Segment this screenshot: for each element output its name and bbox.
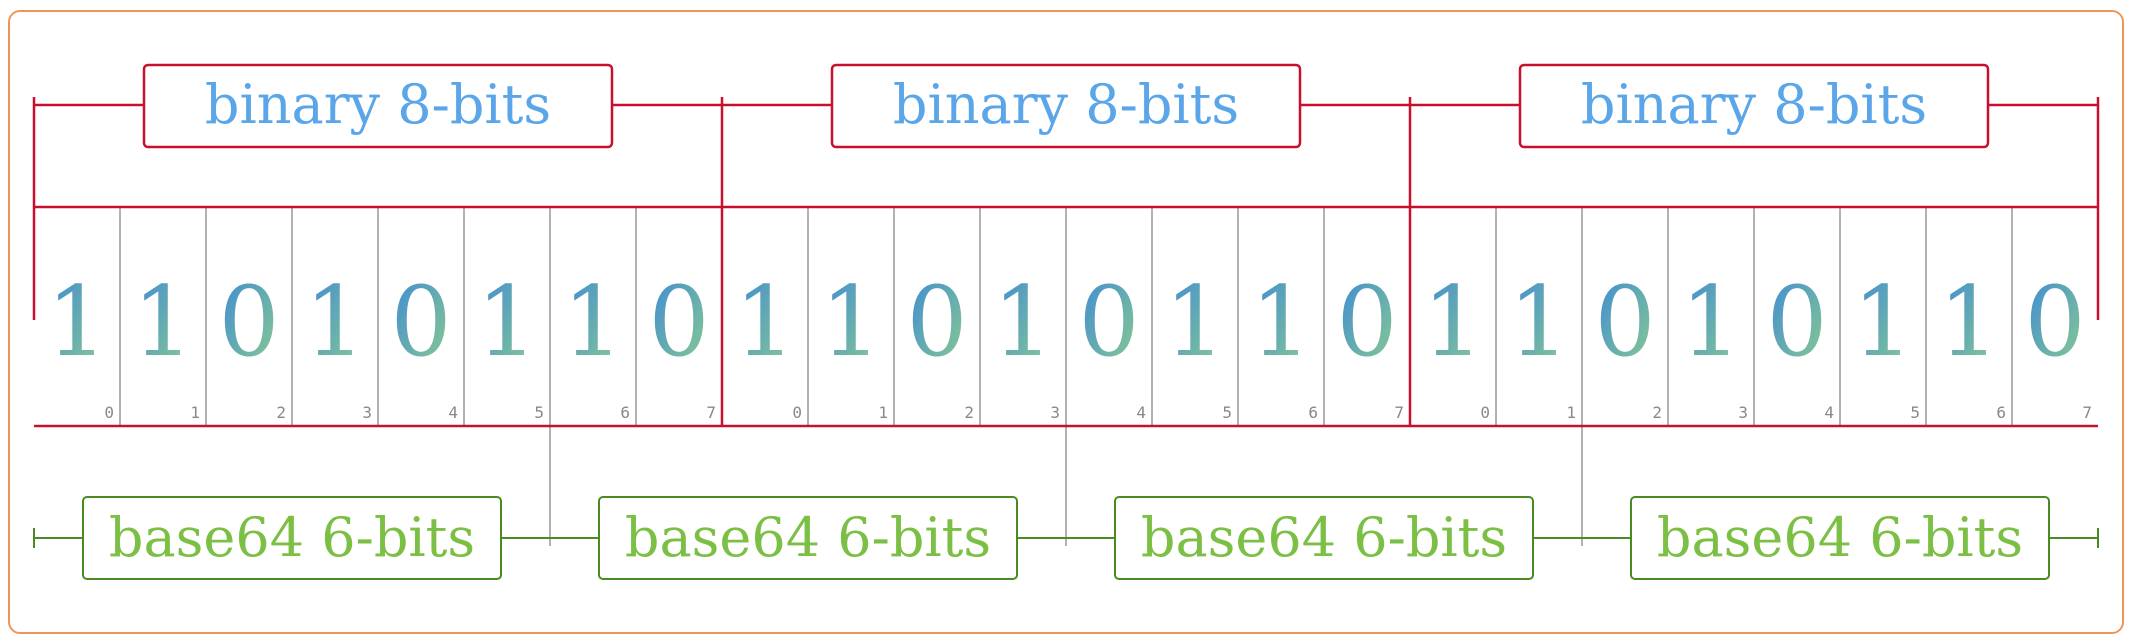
- bit-index: 0: [104, 403, 114, 422]
- bit-digit: 1: [476, 266, 537, 378]
- bit-digit: 0: [2024, 266, 2085, 378]
- bit-digit: 1: [820, 266, 881, 378]
- bit-digit: 0: [1766, 266, 1827, 378]
- bit-digit: 1: [1938, 266, 1999, 378]
- bit-index: 7: [706, 403, 716, 422]
- bit-digit: 0: [1336, 266, 1397, 378]
- group-label-box: [82, 496, 502, 580]
- bit-index: 0: [1480, 403, 1490, 422]
- byte-bracket-group: binary 8-bits: [1408, 63, 2100, 426]
- bit-digit: 1: [1250, 266, 1311, 378]
- bit-index: 5: [1222, 403, 1232, 422]
- bit-index: 6: [1308, 403, 1318, 422]
- bit-index: 0: [792, 403, 802, 422]
- bit-digit: 1: [304, 266, 365, 378]
- bit-index: 6: [620, 403, 630, 422]
- bit-digit: 1: [1164, 266, 1225, 378]
- bit-digit: 1: [1680, 266, 1741, 378]
- bit-index: 1: [1566, 403, 1576, 422]
- byte-label: binary 8-bits: [205, 73, 551, 136]
- byte-label-box: [142, 63, 614, 149]
- bit-digit: 1: [1852, 266, 1913, 378]
- group-bracket-group: base64 6-bits: [1582, 496, 2099, 580]
- bit-digit: 1: [992, 266, 1053, 378]
- bit-digit: 0: [1594, 266, 1655, 378]
- bit-digit: 1: [46, 266, 107, 378]
- byte-label-box: [1518, 63, 1990, 149]
- group-bracket-group: base64 6-bits: [1066, 496, 1582, 580]
- bit-digit: 1: [1422, 266, 1483, 378]
- byte-label: binary 8-bits: [1581, 73, 1927, 136]
- bit-digit: 0: [218, 266, 279, 378]
- bit-digit: 0: [906, 266, 967, 378]
- bit-index: 1: [878, 403, 888, 422]
- bit-index: 4: [448, 403, 458, 422]
- byte-bracket-group: binary 8-bits: [720, 63, 1410, 426]
- bit-index: 6: [1996, 403, 2006, 422]
- bit-index: 5: [1910, 403, 1920, 422]
- bit-index: 1: [190, 403, 200, 422]
- group-bracket-group: base64 6-bits: [550, 496, 1066, 580]
- group-label: base64 6-bits: [1141, 506, 1507, 569]
- bit-index: 3: [1050, 403, 1060, 422]
- group-label: base64 6-bits: [1657, 506, 2023, 569]
- group-label-box: [1114, 496, 1534, 580]
- group-label: base64 6-bits: [625, 506, 991, 569]
- byte-label: binary 8-bits: [893, 73, 1239, 136]
- bit-index: 3: [1738, 403, 1748, 422]
- bit-digit: 0: [648, 266, 709, 378]
- bit-index: 2: [964, 403, 974, 422]
- bit-digit: 0: [1078, 266, 1139, 378]
- bit-index: 3: [362, 403, 372, 422]
- group-bracket-group: base64 6-bits: [33, 496, 550, 580]
- bit-index: 4: [1136, 403, 1146, 422]
- diagram-frame: [8, 10, 2124, 634]
- bit-index: 7: [1394, 403, 1404, 422]
- bit-index: 7: [2082, 403, 2092, 422]
- byte-bracket-group: binary 8-bits: [32, 63, 722, 320]
- bit-index: 2: [1652, 403, 1662, 422]
- bit-digit: 1: [734, 266, 795, 378]
- bit-index: 5: [534, 403, 544, 422]
- group-label-box: [1630, 496, 2050, 580]
- bit-index: 2: [276, 403, 286, 422]
- bit-digit: 1: [132, 266, 193, 378]
- byte-label-box: [830, 63, 1302, 149]
- bit-digit: 1: [562, 266, 623, 378]
- bit-digit: 0: [390, 266, 451, 378]
- bit-digit: 1: [1508, 266, 1569, 378]
- group-label-box: [598, 496, 1018, 580]
- group-label: base64 6-bits: [109, 506, 475, 569]
- bit-index: 4: [1824, 403, 1834, 422]
